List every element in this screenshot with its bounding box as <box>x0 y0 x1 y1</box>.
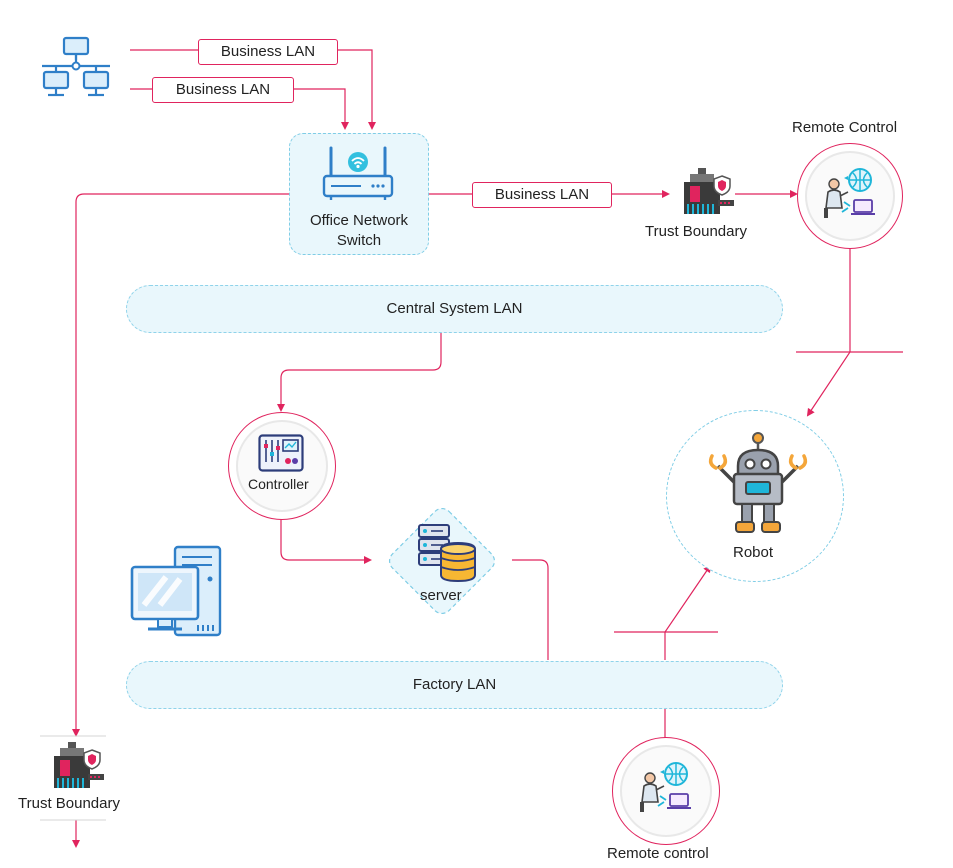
remote-operator-icon <box>824 168 875 218</box>
switch-label-line2: Switch <box>336 232 382 249</box>
business-lan-label-3: Business LAN <box>472 182 612 208</box>
wire-switch-to-left-trust <box>72 193 289 737</box>
factory-lan-label: Factory LAN <box>412 676 497 693</box>
business-lan-label-1: Business LAN <box>198 39 338 65</box>
remote-control-label-top: Remote Control <box>792 119 898 136</box>
wire-controller-to-server <box>280 518 372 564</box>
network-computers-icon <box>42 36 110 97</box>
controller-panel-icon <box>258 434 304 472</box>
central-system-lan-label: Central System LAN <box>386 300 523 317</box>
remote-control-label-bottom: Remote control <box>607 845 709 862</box>
router-icon <box>322 146 394 200</box>
robot-icon <box>708 432 808 533</box>
remote-control-node-top <box>797 143 903 249</box>
remote-control-node-bottom <box>612 737 720 845</box>
trust-boundary-label-left: Trust Boundary <box>18 795 120 812</box>
controller-label: Controller <box>248 476 309 492</box>
wire-factory-to-robot <box>664 564 712 660</box>
central-system-lan-bar: Central System LAN <box>126 285 783 333</box>
business-lan-label-2: Business LAN <box>152 77 294 103</box>
factory-lan-bar: Factory LAN <box>126 661 783 709</box>
remote-operator-icon-bottom <box>640 762 691 812</box>
wire-remote-to-robot <box>806 245 851 417</box>
desktop-computer-icon <box>130 545 222 637</box>
trust-boundary-icon <box>684 168 734 214</box>
server-label: server <box>420 587 462 604</box>
trust-boundary-label-right: Trust Boundary <box>645 223 747 240</box>
server-database-icon <box>418 524 476 583</box>
wire-central-to-controller <box>277 333 442 412</box>
robot-label: Robot <box>733 544 774 561</box>
office-network-switch-label: Office Network Switch <box>289 211 429 251</box>
wire-server-to-factory <box>512 559 549 660</box>
trust-boundary-icon-left <box>54 742 104 788</box>
switch-label-line1: Office Network <box>309 212 409 229</box>
